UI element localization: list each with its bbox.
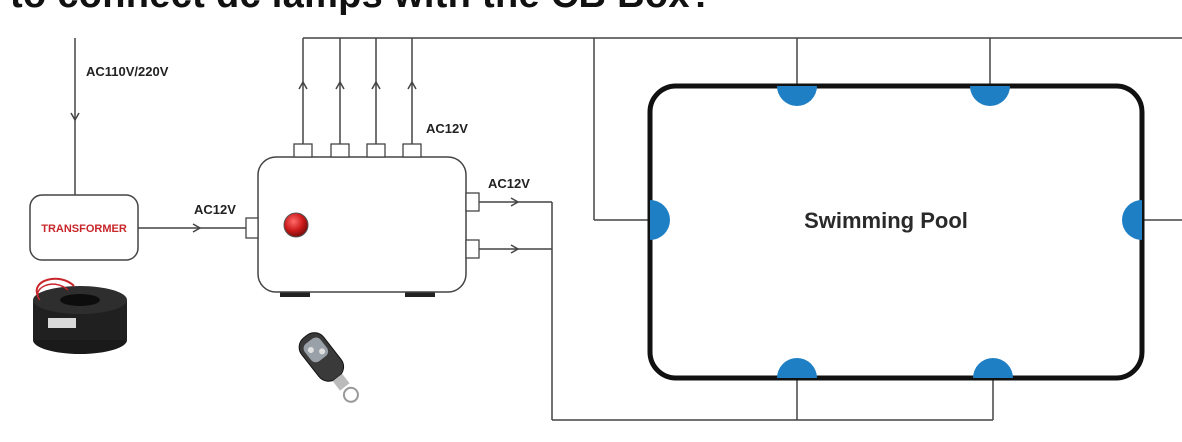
right-port-1 <box>465 192 480 212</box>
top-port-4 <box>402 143 422 158</box>
top-bus <box>302 37 1182 221</box>
lamp-top-2 <box>970 86 1010 106</box>
remote-control-icon <box>298 332 359 403</box>
lamp-right <box>1122 200 1142 240</box>
right-port-2 <box>465 239 480 259</box>
top-port-1 <box>293 143 313 158</box>
bottom-bus <box>518 201 994 421</box>
pool-lamps <box>650 86 1142 378</box>
transformer-to-box-line: AC12V <box>138 202 246 233</box>
diagram-title: to connect dc lamps with the CB Box? <box>10 0 713 17</box>
toroidal-transformer-icon <box>33 277 127 354</box>
lamp-top-1 <box>777 86 817 106</box>
top-port-2 <box>330 143 350 158</box>
transformer-label: TRANSFORMER <box>41 223 127 235</box>
lamp-bottom-1 <box>777 358 817 378</box>
right-output-arrows: AC12V <box>479 176 530 254</box>
mains-input: AC110V/220V <box>70 38 169 195</box>
swimming-pool: Swimming Pool <box>647 83 1145 381</box>
top-port-3 <box>366 143 386 158</box>
ac12v-top-label: AC12V <box>426 121 468 136</box>
power-button-indicator <box>283 212 309 238</box>
transformer: TRANSFORMER <box>29 194 139 261</box>
top-output-arrows: AC12V <box>298 80 468 144</box>
title-divider <box>0 22 1182 28</box>
mains-label: AC110V/220V <box>86 64 169 79</box>
ac12v-input-label: AC12V <box>194 202 236 217</box>
lamp-bottom-2 <box>973 358 1013 378</box>
lamp-left <box>650 200 670 240</box>
ac12v-right-label: AC12V <box>488 176 530 191</box>
box-input-port <box>245 217 259 239</box>
pool-label: Swimming Pool <box>804 208 968 233</box>
control-box <box>245 143 480 297</box>
